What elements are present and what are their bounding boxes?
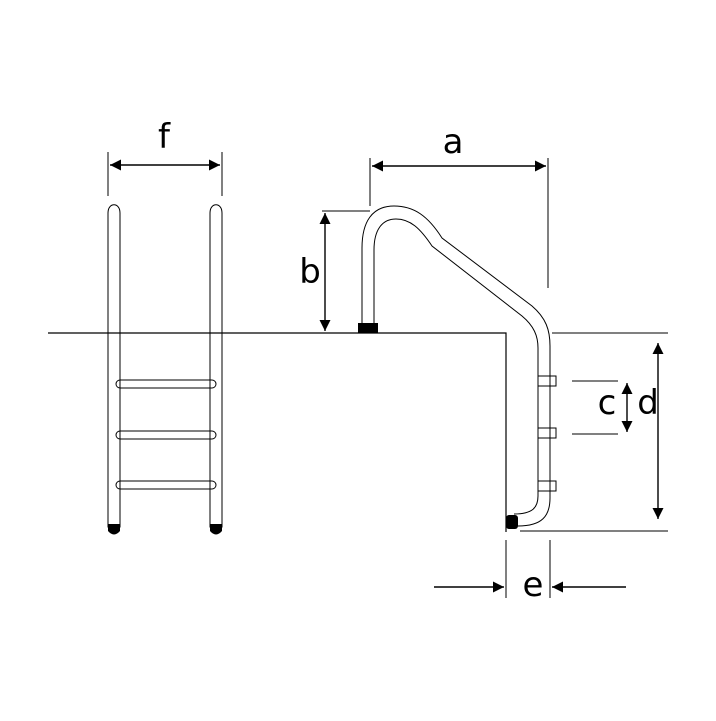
- dimension-c: c: [572, 380, 633, 435]
- deck-anchor: [358, 323, 378, 333]
- step-1: [115, 379, 217, 389]
- label-d: d: [637, 383, 659, 423]
- right-rail-foot: [210, 524, 222, 535]
- dimension-a: a: [369, 122, 549, 288]
- dimension-b: b: [299, 210, 370, 331]
- left-rail: [107, 204, 121, 528]
- dimension-e: e: [434, 540, 626, 605]
- wall-bumper: [506, 515, 518, 529]
- step-2: [115, 430, 217, 440]
- side-step-1: [538, 375, 557, 387]
- label-f: f: [158, 117, 171, 157]
- pool-outline: [48, 332, 507, 532]
- ladder-front-view: [107, 204, 223, 535]
- right-rail: [209, 204, 223, 528]
- label-e: e: [523, 565, 544, 605]
- label-b: b: [299, 252, 321, 292]
- label-a: a: [443, 122, 464, 162]
- dimension-d: d: [520, 332, 668, 532]
- side-step-2: [538, 427, 557, 439]
- side-step-3: [538, 480, 557, 492]
- ladder-side-view: [358, 205, 557, 529]
- dimension-f: f: [107, 117, 223, 196]
- left-rail-foot: [108, 524, 120, 535]
- step-3: [115, 480, 217, 490]
- label-c: c: [598, 383, 617, 423]
